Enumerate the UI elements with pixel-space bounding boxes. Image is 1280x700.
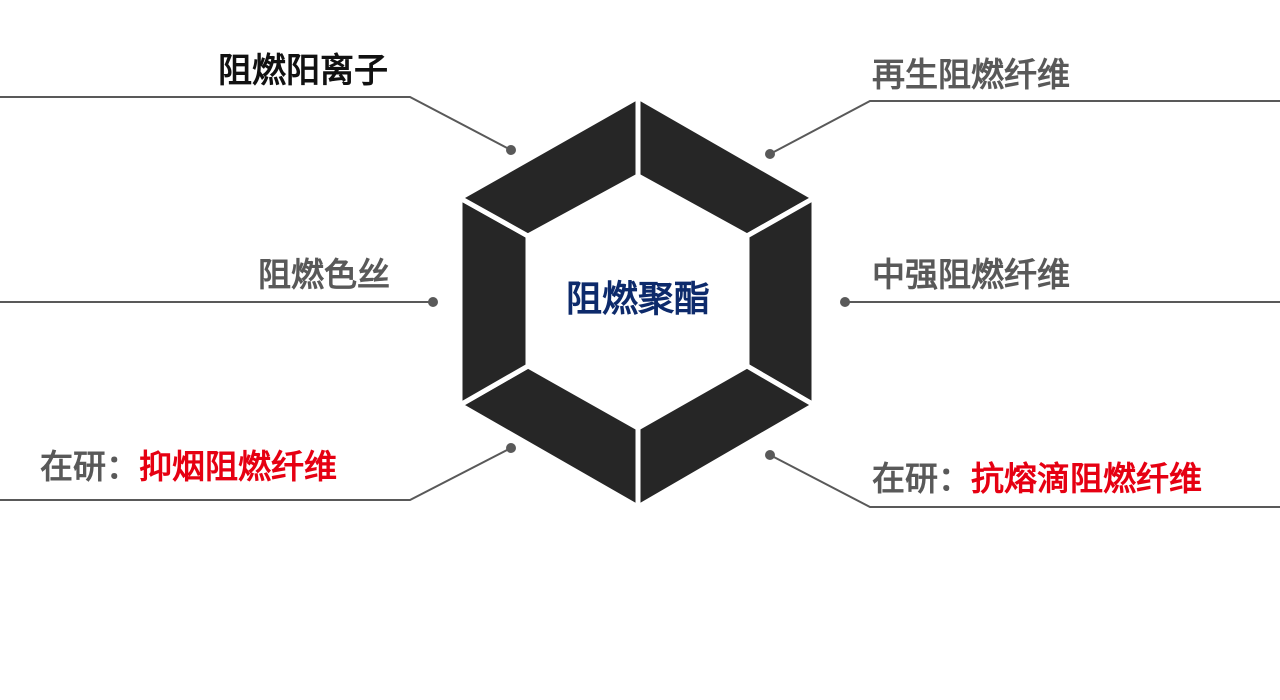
- connector-dot: [765, 450, 775, 460]
- hexagon-segment-top-left: [454, 92, 641, 239]
- label-top-left: 阻燃阳离子: [218, 51, 388, 91]
- connector-dot: [428, 297, 438, 307]
- label-highlight: 抗熔滴阻燃纤维: [971, 459, 1202, 498]
- label-mid-right: 中强阻燃纤维: [872, 255, 1070, 294]
- center-title: 阻燃聚酯: [565, 279, 710, 320]
- label-bottom-right: 在研：抗熔滴阻燃纤维: [872, 462, 1202, 495]
- connector-dot: [506, 443, 516, 453]
- connector-top-right: [769, 100, 1280, 155]
- hexagon-segment-bottom-right: [635, 363, 819, 512]
- connector-dot: [506, 145, 516, 155]
- label-mid-left: 阻燃色丝: [258, 255, 390, 294]
- connector-bottom-right: [769, 454, 1280, 508]
- connector-dot: [765, 149, 775, 159]
- connector-bottom-left: [0, 447, 512, 501]
- label-bottom-left: 在研：抑烟阻燃纤维: [40, 450, 337, 483]
- connector-dot: [840, 297, 850, 307]
- label-prefix: 在研：: [872, 459, 971, 498]
- connector-top-left: [0, 96, 512, 151]
- label-top-right: 再生阻燃纤维: [872, 55, 1070, 94]
- label-highlight: 抑烟阻燃纤维: [139, 447, 337, 486]
- label-prefix: 在研：: [40, 447, 139, 486]
